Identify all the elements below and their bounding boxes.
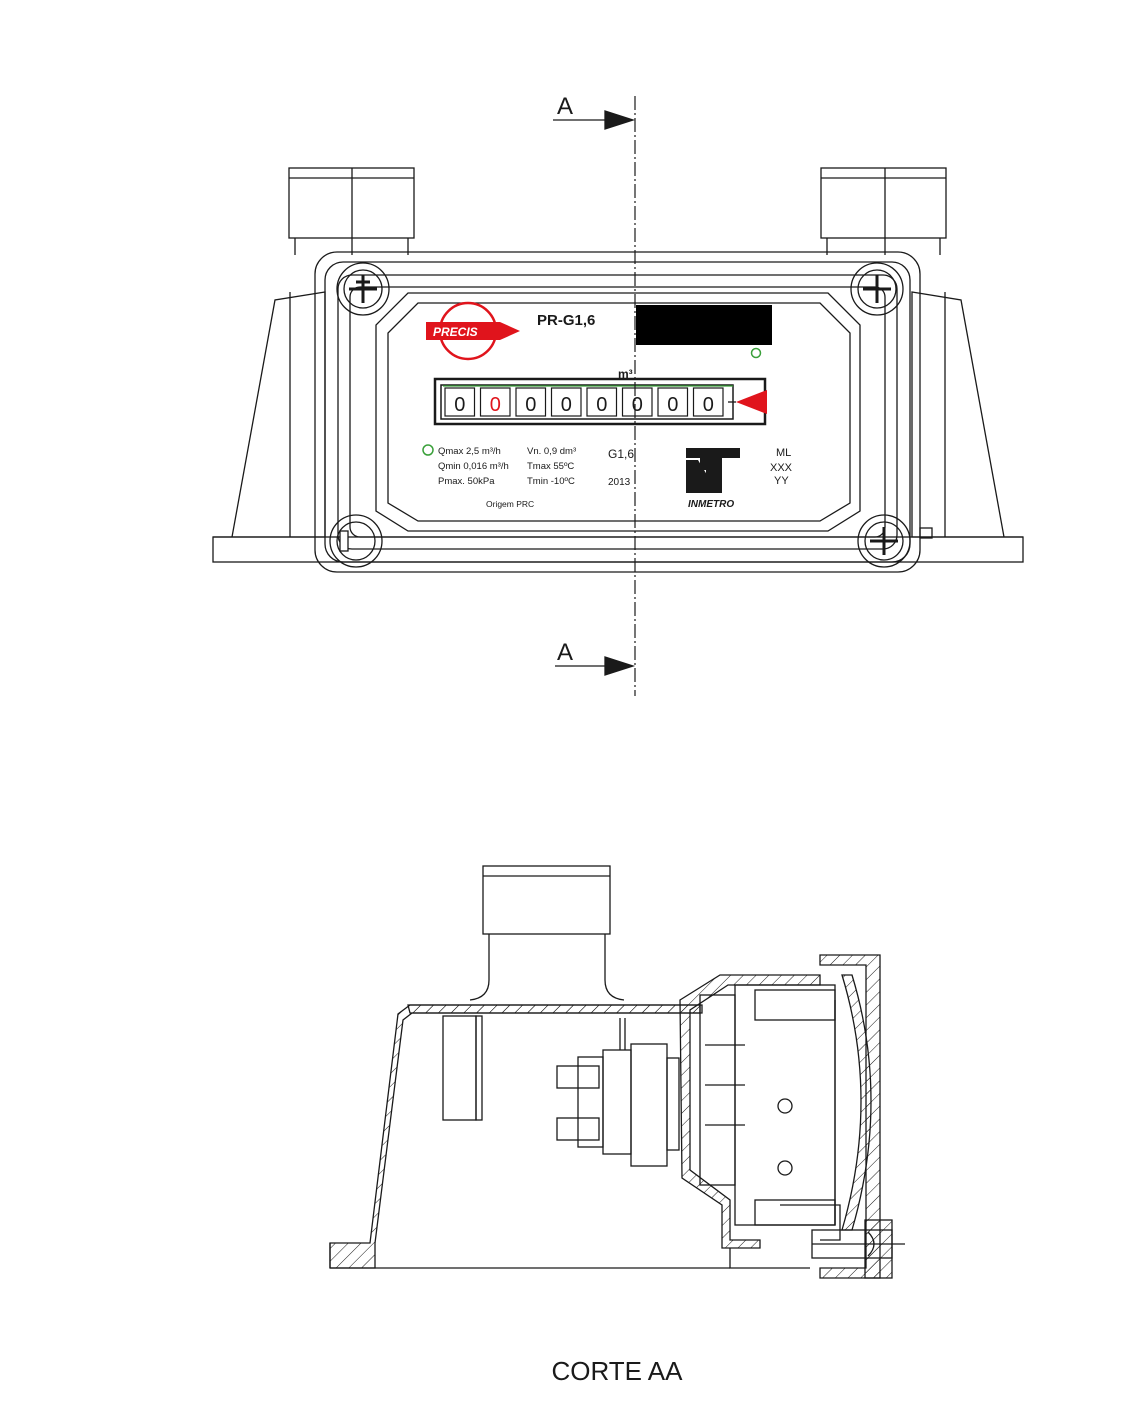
counter-digit: 0 <box>667 394 678 416</box>
screw-bottom-right <box>857 514 911 568</box>
counter-digit: 0 <box>454 394 465 416</box>
counter-drum <box>692 387 724 417</box>
right-connector <box>820 167 947 255</box>
section-view <box>329 865 905 1279</box>
spec-year: 2013 <box>608 477 631 488</box>
screw-bottom-left <box>329 514 383 568</box>
mark-ml: ML <box>776 447 791 459</box>
counter-digit: 0 <box>490 394 501 416</box>
left-connector <box>288 167 415 255</box>
spec-vn: Vn. 0,9 dm³ <box>527 446 576 457</box>
counter-drum <box>657 387 689 417</box>
spec-qmax: Qmax 2,5 m³/h <box>438 446 501 457</box>
counter-drum <box>515 387 547 417</box>
counter-digit: 0 <box>561 394 572 416</box>
inmetro-logo: INMETRO <box>686 448 740 510</box>
unit-label: m³ <box>618 367 633 381</box>
counter-drum <box>444 387 476 417</box>
precis-logo: PRECIS <box>426 301 520 361</box>
model-label: PR-G1,6 <box>537 312 595 329</box>
label-plate: PRECIS PR-G1,6 m³ 0 0 0 0 0 0 0 0 Qmax 2,5 m³/h… <box>422 301 793 510</box>
counter-drum <box>586 387 618 417</box>
spec-tmin: Tmin -10ºC <box>527 476 575 487</box>
counter-display: 0 0 0 0 0 0 0 0 <box>433 377 767 426</box>
counter-module <box>699 984 836 1226</box>
internal-mechanism <box>442 1015 680 1167</box>
redacted-block <box>636 305 772 345</box>
screw-top-left <box>336 262 390 316</box>
cover-frame <box>314 251 921 573</box>
section-letter-bottom: A <box>557 639 573 666</box>
section-arrow-bottom: A <box>555 639 636 676</box>
section-connector <box>469 865 625 1001</box>
screw-top-right <box>850 262 904 316</box>
section-title: CORTE AA <box>551 1356 683 1386</box>
section-screw <box>811 1219 905 1279</box>
counter-digit: 0 <box>596 394 607 416</box>
svg-text:INMETRO: INMETRO <box>688 499 734 510</box>
spec-tmax: Tmax 55ºC <box>527 461 574 472</box>
counter-drum <box>479 387 511 417</box>
spec-size: G1,6 <box>608 447 634 461</box>
indicator-led <box>750 347 762 359</box>
section-letter-top: A <box>557 93 573 120</box>
spec-pmax: Pmax. 50kPa <box>438 476 495 487</box>
mark-yy: YY <box>774 475 789 487</box>
counter-drum <box>621 387 653 417</box>
front-view: A A <box>212 93 1024 676</box>
section-arrow-top: A <box>553 93 636 130</box>
counter-digit: 0 <box>525 394 536 416</box>
spec-qmin: Qmin 0,016 m³/h <box>438 461 509 472</box>
origin-label: Origem PRC <box>486 499 534 509</box>
counter-digit: 0 <box>703 394 714 416</box>
spec-bullet <box>422 444 434 456</box>
counter-drum <box>550 387 582 417</box>
counter-pointer <box>736 390 767 414</box>
svg-text:PRECIS: PRECIS <box>433 325 478 339</box>
mark-xxx: XXX <box>770 462 793 474</box>
counter-digit: 0 <box>632 394 643 416</box>
housing-right-wall <box>679 974 821 1249</box>
counter-digit-group: 0 0 0 0 0 0 0 0 <box>444 387 724 417</box>
